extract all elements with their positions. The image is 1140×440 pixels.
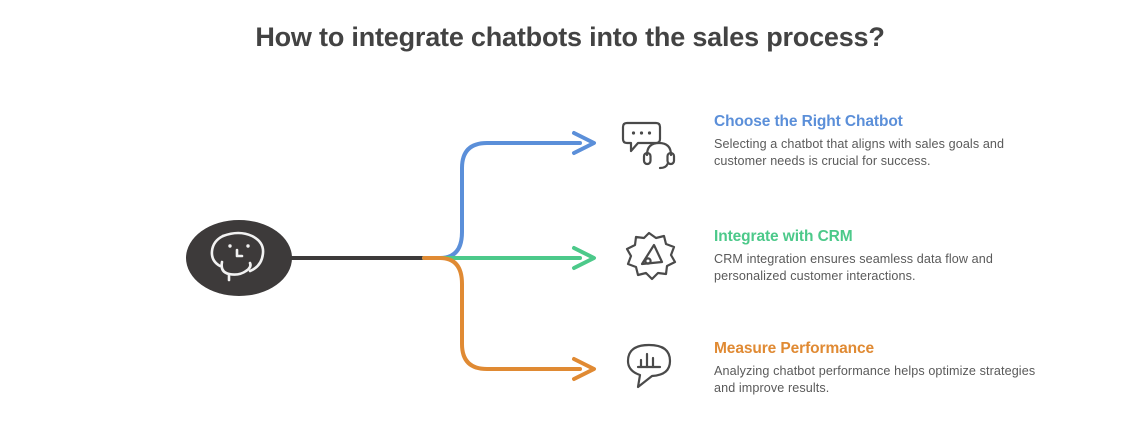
arrowhead-integrate-crm [572,246,596,270]
branch-text-choose-chatbot: Choose the Right Chatbot Selecting a cha… [714,113,1044,169]
chat-bubble-bar-chart-icon [618,337,680,395]
center-node[interactable] [186,220,292,296]
branch-body: Analyzing chatbot performance helps opti… [714,364,1036,395]
connector-choose-chatbot [422,141,582,260]
branch-heading: Choose the Right Chatbot [714,113,903,130]
chat-bubble-headset-icon [618,113,680,171]
gear-settings-icon [618,228,680,286]
branch-heading: Measure Performance [714,340,875,357]
branch-body: CRM integration ensures seamless data fl… [714,252,993,283]
chatbot-face-icon [210,231,265,282]
center-node-circle [186,220,292,296]
arrowhead-choose-chatbot [572,131,596,155]
branch-text-integrate-crm: Integrate with CRM CRM integration ensur… [714,228,1044,284]
page-title: How to integrate chatbots into the sales… [255,22,885,52]
arrowhead-measure-performance [572,357,596,381]
branch-body: Selecting a chatbot that aligns with sal… [714,137,1005,168]
branch-heading: Integrate with CRM [714,228,853,245]
branch-text-measure-performance: Measure Performance Analyzing chatbot pe… [714,340,1044,396]
connector-measure-performance [422,256,582,371]
